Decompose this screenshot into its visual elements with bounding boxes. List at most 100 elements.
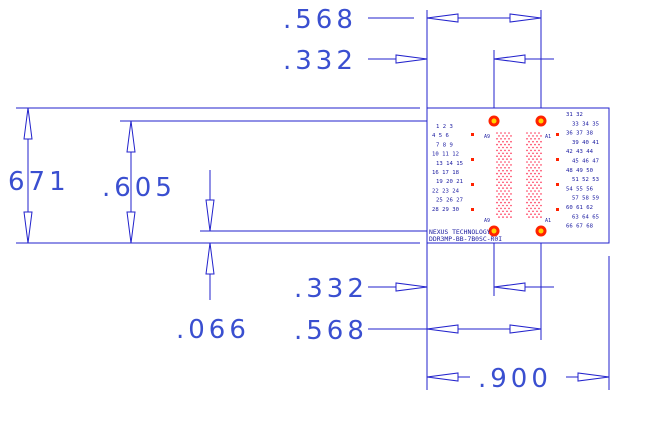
bga-pad-field-right — [526, 132, 542, 218]
bga-ball — [508, 161, 510, 163]
left-pin-row: 4 5 6 — [432, 133, 449, 139]
bga-ball — [540, 187, 542, 189]
right-pin-row: 31 32 — [566, 112, 583, 118]
bga-ball — [530, 178, 532, 181]
bga-ball — [534, 213, 536, 215]
dim-top-332-text: .332 — [283, 46, 357, 76]
bga-ball — [528, 135, 530, 137]
bga-ball — [526, 172, 528, 175]
bga-ball — [536, 152, 538, 155]
bga-ball — [530, 207, 532, 210]
bga-ball — [536, 164, 538, 166]
dim-066-arrow-up — [205, 242, 215, 275]
bga-ball — [510, 187, 512, 189]
bga-ball — [534, 149, 536, 152]
bga-ball — [510, 152, 512, 155]
bga-ball — [528, 181, 530, 184]
left-pin-row: 1 2 3 — [436, 124, 453, 130]
bga-ball — [534, 178, 536, 181]
dim-066-arrow-down — [205, 199, 215, 232]
bga-ball — [500, 155, 502, 157]
pcb-board — [426, 107, 610, 244]
bga-ball — [502, 135, 504, 137]
bga-ball — [538, 149, 540, 152]
bga-ball — [500, 184, 502, 186]
left-pin-row: 22 23 24 — [432, 188, 460, 194]
bga-ball — [504, 149, 506, 152]
right-pin-row: 36 37 38 — [566, 131, 594, 137]
bga-ball — [498, 198, 500, 201]
marker-a1-top: A1 — [545, 134, 551, 140]
bga-ball — [502, 175, 504, 178]
bga-ball — [496, 213, 498, 215]
bga-ball — [528, 169, 530, 172]
dim-bottom-568-text: .568 — [294, 316, 368, 346]
bga-ball — [530, 149, 532, 152]
bga-ball — [502, 158, 504, 160]
bga-ball — [506, 135, 508, 137]
bga-ball — [504, 201, 506, 204]
board-part-number: DDR3MP-BB-7B0SC-R0I — [429, 235, 502, 243]
bga-ball — [502, 210, 504, 213]
bga-ball — [504, 138, 506, 140]
bga-ball — [504, 143, 506, 146]
bga-ball — [498, 187, 500, 189]
bga-ball — [498, 204, 500, 207]
bga-ball — [510, 169, 512, 172]
bga-ball — [534, 155, 536, 157]
bga-ball — [536, 204, 538, 207]
right-pin-row: 60 61 62 — [566, 205, 593, 211]
bga-ball — [504, 132, 506, 134]
dim-900-arrow-left — [426, 372, 459, 382]
bga-ball — [534, 201, 536, 204]
bga-ball — [502, 198, 504, 201]
bga-ball — [534, 167, 536, 169]
bga-ball — [496, 132, 498, 134]
bga-ball — [500, 178, 502, 181]
bga-ball — [526, 213, 528, 215]
bga-ball — [538, 201, 540, 204]
bga-ball — [510, 210, 512, 213]
bga-ball — [536, 210, 538, 213]
bga-ball — [538, 196, 540, 198]
bga-ball — [504, 190, 506, 192]
right-pin-row: 42 43 44 — [566, 149, 594, 155]
bga-ball — [532, 152, 534, 155]
dim-left-605-text: .605 — [102, 173, 176, 203]
bga-ball — [540, 204, 542, 207]
bga-ball — [526, 207, 528, 210]
bga-ball — [506, 216, 508, 218]
bga-ball — [530, 138, 532, 140]
bga-ball — [508, 184, 510, 186]
bga-ball — [540, 164, 542, 166]
right-pin-row: 45 46 47 — [572, 159, 599, 165]
bga-ball — [496, 190, 498, 192]
marker-a1-bottom: A1 — [545, 218, 551, 224]
bga-ball — [496, 143, 498, 146]
component-markers — [471, 133, 559, 211]
bga-ball — [502, 169, 504, 172]
bga-ball — [530, 143, 532, 146]
dim-top-332-arrow-in — [395, 54, 428, 64]
bga-ball — [526, 143, 528, 146]
bga-ball — [510, 181, 512, 184]
bga-ball — [500, 172, 502, 175]
bga-ball — [500, 149, 502, 152]
bga-ball — [500, 132, 502, 134]
dim-bottom-568-arrow-left — [426, 324, 459, 334]
bga-ball — [534, 190, 536, 192]
bga-ball — [526, 190, 528, 192]
bga-ball — [506, 158, 508, 160]
bga-ball — [498, 140, 500, 143]
bga-ball — [504, 184, 506, 186]
left-pin-row: 13 14 15 — [436, 161, 463, 167]
bga-ball — [500, 207, 502, 210]
bga-ball — [536, 187, 538, 189]
bga-ball — [504, 178, 506, 181]
dim-bottom-332-arrow-out — [493, 282, 526, 292]
bga-ball — [498, 216, 500, 218]
bga-ball — [528, 204, 530, 207]
left-pin-row: 16 17 18 — [432, 170, 460, 176]
bga-ball — [538, 143, 540, 146]
dim-left-671-arrow-top — [23, 107, 33, 140]
